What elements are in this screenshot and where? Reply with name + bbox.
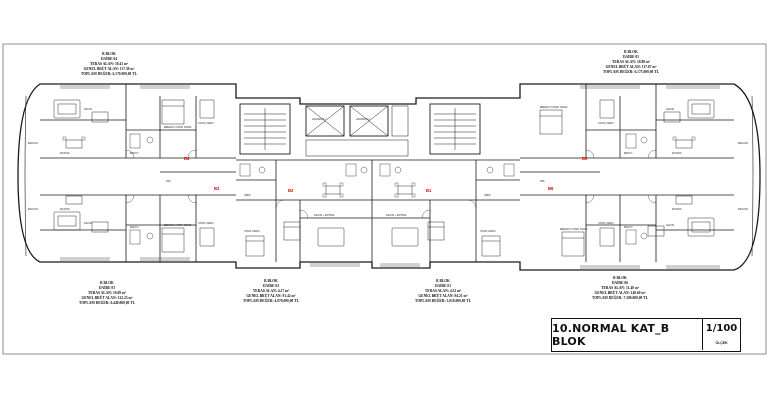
room-label: MUTFAK <box>672 152 682 155</box>
unit-price: TOPLAM DEĞER: 6.440.000,00 TL <box>79 301 135 305</box>
unit-number: DAİRE 01 <box>434 284 452 288</box>
room-label: HOL <box>540 180 546 183</box>
room-label: YATAK ODASI <box>198 222 214 225</box>
building-outline <box>17 83 761 271</box>
room-label: MUTFAK <box>60 208 70 211</box>
drawing-title: 10.NORMAL KAT_B BLOK <box>552 321 670 348</box>
room-label: BANYO <box>130 152 139 155</box>
unit-tag: B2 <box>288 188 294 193</box>
title-block: 10.NORMAL KAT_B BLOK 1/100 ÖLÇEK <box>551 318 741 352</box>
unit-price: TOPLAM DEĞER: 5.010.000,00 TL <box>415 299 471 303</box>
unit-info-01: B BLOK DAİRE 01 TERAS ALAN: 4.52 m² GENE… <box>408 279 478 304</box>
unit-block: B BLOK <box>436 279 450 283</box>
room-label: SALON + MUTFAK <box>386 214 407 217</box>
room-label: YATAK ODASI <box>598 122 614 125</box>
unit-block: B BLOK <box>613 276 627 280</box>
unit-number: DAİRE 02 <box>262 284 280 288</box>
unit-tag: B4 <box>184 156 190 161</box>
windows <box>60 85 720 269</box>
unit-block: B BLOK <box>102 52 116 56</box>
stair-core <box>239 103 481 157</box>
unit-info-05: B BLOK DAİRE 05 TERAS ALAN: 10.88 m² GEN… <box>596 50 666 75</box>
unit-info-02: B BLOK DAİRE 02 TERAS ALAN: 4.27 m² GENE… <box>236 279 306 304</box>
room-label: EBEVEYN YATAK ODASI <box>164 224 192 227</box>
room-label: BALKON <box>28 208 38 211</box>
room-label: SALON <box>666 224 674 227</box>
room-label: EBEVEYN YATAK ODASI <box>164 126 192 129</box>
room-label: YATAK ODASI <box>244 230 260 233</box>
title-divider <box>702 319 703 350</box>
unit-price: TOPLAM DEĞER: 6.170.000,00 TL <box>81 72 137 76</box>
unit-terrace: TERAS ALAN: 11.40 m² <box>601 286 639 290</box>
furniture <box>53 99 715 257</box>
room-label: BALKON <box>738 208 748 211</box>
unit-info-06: B BLOK DAİRE 06 TERAS ALAN: 11.40 m² GEN… <box>584 276 656 301</box>
unit-tag: B3 <box>214 186 220 191</box>
unit-info-04: B BLOK DAİRE 04 TERAS ALAN: 10.41 m² GEN… <box>74 52 144 77</box>
room-label: EBEVEYN YATAK ODASI <box>560 228 588 231</box>
unit-gross-area: GENEL BRÜT ALAN: 94.21 m² <box>418 294 468 298</box>
unit-number: DAİRE 05 <box>622 55 640 59</box>
unit-price: TOPLAM DEĞER: 4.970.000,00 TL <box>243 299 299 303</box>
unit-tag: B6 <box>548 186 554 191</box>
door-swings <box>125 149 657 219</box>
room-label: BALKON <box>28 142 38 145</box>
room-label: SALON <box>84 222 92 225</box>
unit-price: TOPLAM DEĞER: 7.300.000,00 TL <box>592 296 648 300</box>
unit-block: B BLOK <box>100 281 114 285</box>
room-label: HOL <box>166 180 172 183</box>
unit-info-03: B BLOK DAİRE 03 TERAS ALAN: 10.69 m² GEN… <box>72 281 142 306</box>
unit-tag: B5 <box>582 156 588 161</box>
unit-tag: B1 <box>426 188 432 193</box>
bathroom-fixtures <box>129 133 648 245</box>
room-label: YATAK ODASI <box>598 222 614 225</box>
unit-gross-area: GENEL BRÜT ALAN: 117.67 m² <box>605 65 657 69</box>
room-label: GİRİŞ <box>244 194 251 197</box>
unit-number: DAİRE 03 <box>98 286 116 290</box>
scale-label: ÖLÇEK <box>715 341 728 345</box>
unit-terrace: TERAS ALAN: 10.69 m² <box>87 291 127 295</box>
unit-price: TOPLAM DEĞER: 6.175.000,00 TL <box>603 70 659 74</box>
unit-block: B BLOK <box>264 279 278 283</box>
room-label: GİRİŞ <box>484 194 491 197</box>
room-label: SALON <box>666 108 674 111</box>
room-label: BANYO <box>130 226 139 229</box>
room-label: YATAK ODASI <box>198 122 214 125</box>
unit-terrace: TERAS ALAN: 10.41 m² <box>89 62 129 66</box>
interior-walls <box>40 84 734 262</box>
room-label: BANYO <box>624 152 633 155</box>
chairs <box>62 136 696 198</box>
room-label: BALKON <box>738 142 748 145</box>
room-labels: SALON SALON SALON SALON EBEVEYN YATAK OD… <box>28 106 748 233</box>
room-label: YATAK ODASI <box>480 230 496 233</box>
unit-tags: B4 B3 B2 B1 B6 B5 <box>184 156 588 193</box>
unit-terrace: TERAS ALAN: 4.27 m² <box>252 289 290 293</box>
room-label: SALON <box>84 108 92 111</box>
unit-gross-area: GENEL BRÜT ALAN: 91.42 m² <box>246 294 296 298</box>
drawing-scale: 1/100 <box>705 323 738 334</box>
elevator-label: ASANSÖR 1 <box>312 118 326 121</box>
room-label: EBEVEYN YATAK ODASI <box>540 106 568 109</box>
unit-gross-area: GENEL BRÜT ALAN: 122.23 m² <box>81 296 133 300</box>
unit-number: DAİRE 04 <box>100 57 118 61</box>
unit-gross-area: GENEL BRÜT ALAN: 117.30 m² <box>83 67 135 71</box>
room-label: MUTFAK <box>60 152 70 155</box>
room-label: SALON + MUTFAK <box>314 214 335 217</box>
room-label: MUTFAK <box>672 208 682 211</box>
elevator-label: ASANSÖR 2 <box>356 118 370 121</box>
unit-terrace: TERAS ALAN: 4.52 m² <box>424 289 462 293</box>
sheet-border <box>2 43 767 355</box>
room-label: BANYO <box>624 226 633 229</box>
unit-number: DAİRE 06 <box>611 281 629 285</box>
unit-block: B BLOK <box>624 50 638 54</box>
unit-gross-area: GENEL BRÜT ALAN: 140.60 m² <box>594 291 646 295</box>
unit-terrace: TERAS ALAN: 10.88 m² <box>611 60 651 64</box>
